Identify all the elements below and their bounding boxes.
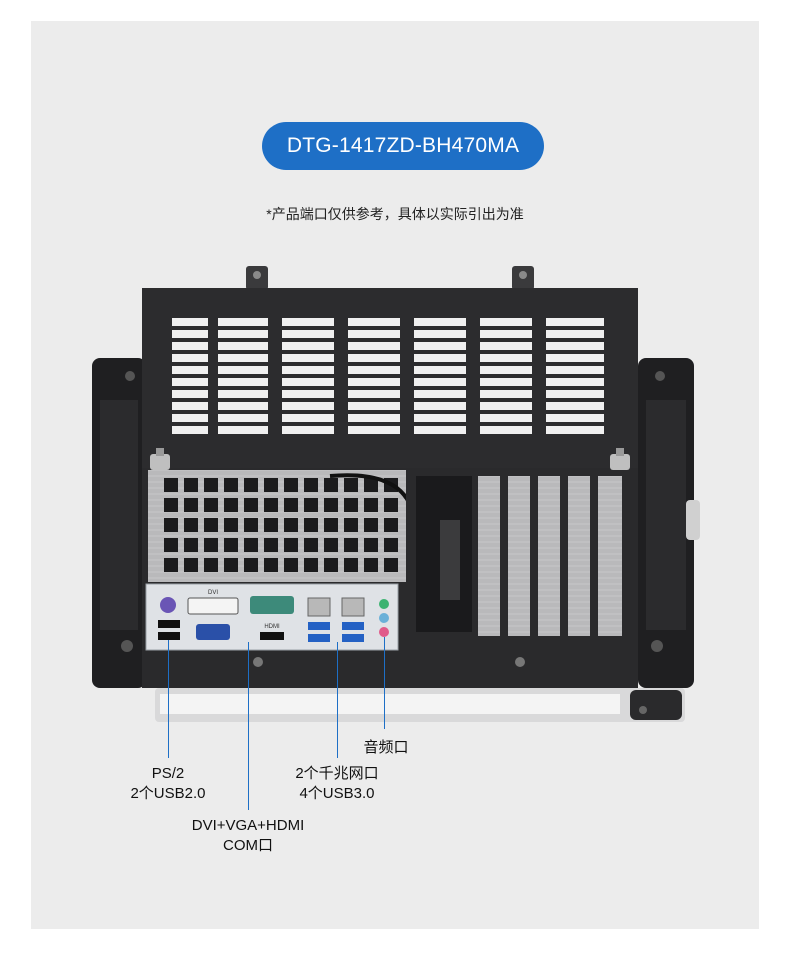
usb3-port-1: [308, 622, 330, 630]
slot-cover-4: [568, 476, 590, 636]
audio-mic-jack: [379, 627, 389, 637]
hdmi-port: [260, 632, 284, 640]
hdmi-mark: HDMI: [264, 624, 280, 630]
callout-line-lan: [337, 642, 338, 758]
callout-video-line2: COM口: [223, 837, 273, 854]
dvi-mark: DVI: [208, 590, 218, 596]
disclaimer-text: *产品端口仅供参考，具体以实际引出为准: [266, 206, 524, 222]
top-mount-tab-left: [246, 266, 268, 290]
audio-out-jack: [379, 599, 389, 609]
callout-ps2-line1: PS/2: [151, 765, 185, 782]
chassis-screw: [515, 657, 525, 667]
usb3-port-3: [342, 622, 364, 630]
callout-lan-line1: 2个千兆网口: [295, 765, 379, 782]
dvi-port: [187, 597, 239, 615]
com-port: [250, 596, 294, 614]
top-vented-cover: [142, 288, 638, 468]
slot-cover-2: [508, 476, 530, 636]
model-badge: DTG-1417ZD-BH470MA: [262, 122, 544, 170]
callout-video-com: DVI+VGA+HDMI COM口: [178, 816, 318, 856]
callout-ps2-usb: PS/2 2个USB2.0: [118, 764, 218, 804]
callout-audio: 音频口: [356, 738, 416, 758]
callout-line-audio: [384, 637, 385, 729]
expansion-slots: [406, 470, 634, 652]
left-side-bracket: [92, 358, 146, 688]
io-shield: DVI HDMI: [145, 583, 399, 651]
callout-video-line1: DVI+VGA+HDMI: [191, 817, 305, 834]
callout-audio-line1: 音频口: [363, 739, 409, 756]
lan-port-1: [307, 597, 331, 617]
slot-cover-1: [478, 476, 500, 636]
usb3-port-2: [308, 634, 330, 642]
callout-lan-line2: 4个USB3.0: [299, 785, 375, 802]
audio-line-in-jack: [379, 613, 389, 623]
lan-port-2: [341, 597, 365, 617]
callout-lan-usb: 2个千兆网口 4个USB3.0: [282, 764, 392, 804]
bottom-rail: [155, 688, 685, 722]
chassis-screw: [253, 657, 263, 667]
thumb-screw-right: [610, 448, 630, 470]
model-name: DTG-1417ZD-BH470MA: [286, 134, 520, 157]
slot-cover-5: [598, 476, 622, 636]
callout-line-video: [248, 642, 249, 810]
usb2-port-1: [158, 620, 180, 628]
usb2-port-2: [158, 632, 180, 640]
callout-line-ps2: [168, 640, 169, 758]
usb3-port-4: [342, 634, 364, 642]
slot-cover-3: [538, 476, 560, 636]
callout-ps2-line2: 2个USB2.0: [130, 785, 206, 802]
thumb-screw-left: [150, 448, 170, 470]
vga-port: [196, 624, 230, 640]
rear-vent-grid: [148, 470, 406, 582]
top-mount-tab-right: [512, 266, 534, 290]
ps2-port: [160, 597, 176, 613]
right-side-bracket: [638, 358, 700, 688]
